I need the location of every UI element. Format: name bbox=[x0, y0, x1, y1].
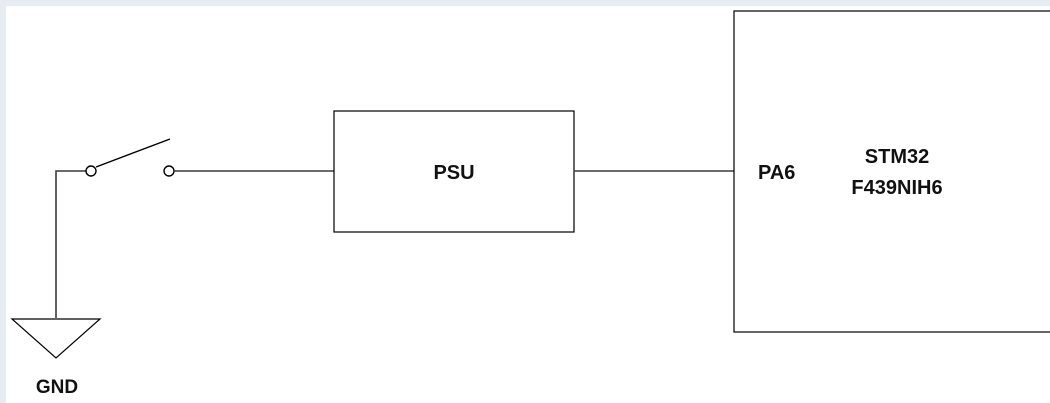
ground-symbol bbox=[10, 318, 102, 359]
ground-label: GND bbox=[36, 377, 78, 398]
switch-lever bbox=[95, 138, 171, 168]
mcu-name-line1: STM32 bbox=[865, 146, 929, 168]
mcu-box bbox=[733, 10, 1050, 333]
psu-box bbox=[333, 110, 575, 233]
psu-label: PSU bbox=[433, 162, 474, 184]
mcu-name-line2: F439NIH6 bbox=[851, 177, 942, 199]
mcu-pin-label: PA6 bbox=[758, 162, 795, 184]
switch-left-terminal bbox=[85, 165, 97, 177]
switch-right-terminal bbox=[163, 165, 175, 177]
ground-wire bbox=[55, 170, 86, 318]
